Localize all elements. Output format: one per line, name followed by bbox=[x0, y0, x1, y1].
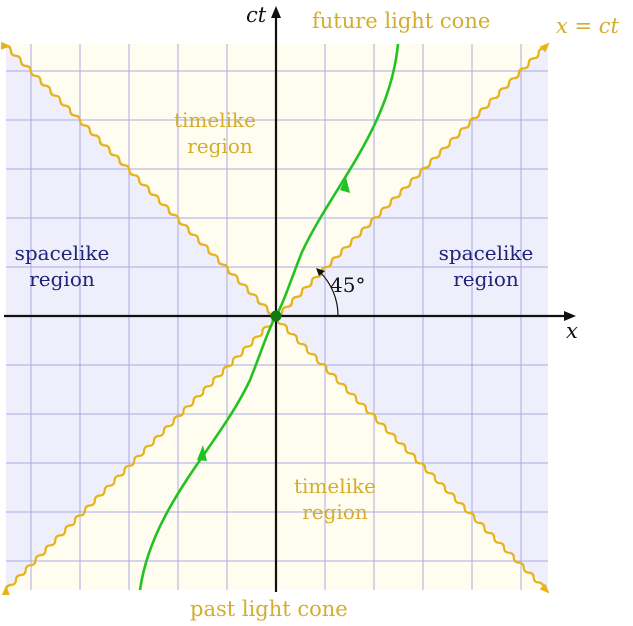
x-axis-label: x bbox=[566, 319, 578, 343]
spacelike-left-label-line1: spacelike bbox=[15, 241, 110, 265]
worldline-arrow-upper bbox=[340, 177, 350, 193]
timelike-top-label-line2: region bbox=[187, 134, 253, 158]
spacelike-right-label-line1: spacelike bbox=[439, 241, 534, 265]
past-light-cone-label: past light cone bbox=[190, 597, 348, 621]
worldline bbox=[138, 43, 400, 591]
timelike-top-label-line1: timelike bbox=[174, 108, 256, 132]
origin-event-dot bbox=[270, 310, 282, 322]
angle-arrowhead bbox=[316, 268, 325, 276]
labels: ct x future light cone past light cone x… bbox=[15, 3, 620, 621]
angle-marker bbox=[316, 268, 339, 317]
axes bbox=[4, 6, 576, 592]
spacelike-right-label-line2: region bbox=[453, 267, 519, 291]
spacelike-left-label-line2: region bbox=[29, 267, 95, 291]
angle-label: 45° bbox=[330, 273, 365, 297]
light-line-label: x = ct bbox=[556, 14, 620, 38]
timelike-bottom-label-line1: timelike bbox=[294, 474, 376, 498]
timelike-bottom-label-line2: region bbox=[302, 500, 368, 524]
angle-arc bbox=[319, 271, 339, 317]
future-light-cone-label: future light cone bbox=[312, 9, 490, 33]
worldline-arrow-lower bbox=[197, 445, 207, 461]
ct-axis-label: ct bbox=[246, 3, 267, 27]
